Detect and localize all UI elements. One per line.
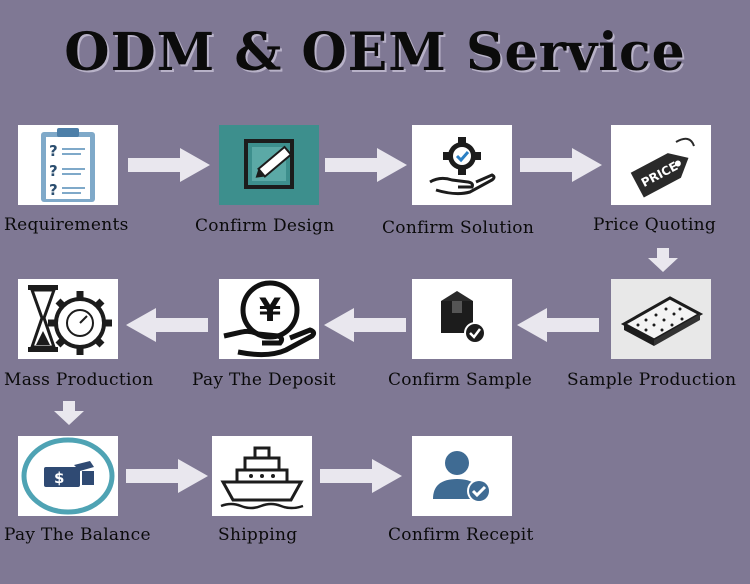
arrow-right-icon bbox=[320, 459, 402, 493]
svg-text:¥: ¥ bbox=[259, 291, 281, 329]
page-title: ODM & OEM Service bbox=[64, 22, 686, 83]
edit-icon bbox=[219, 125, 319, 205]
hourglass-gear-icon bbox=[18, 279, 118, 359]
box-icon bbox=[412, 279, 512, 359]
arrow-left-icon bbox=[324, 308, 406, 342]
step-label-mass-production: Mass Production bbox=[4, 370, 154, 390]
arrow-right-icon bbox=[325, 148, 407, 182]
arrow-down-icon bbox=[54, 401, 84, 425]
arrow-right-icon bbox=[128, 148, 210, 182]
step-label-confirm-receipt: Confirm Recepit bbox=[388, 525, 534, 545]
step-label-requirements: Requirements bbox=[4, 215, 129, 235]
price-tag-icon: PRICE bbox=[611, 125, 711, 205]
svg-text:?: ? bbox=[49, 181, 58, 199]
svg-text:?: ? bbox=[49, 142, 58, 160]
clipboard-icon: ? ? ? bbox=[18, 125, 118, 205]
yen-hand-icon: ¥ bbox=[219, 279, 319, 359]
step-label-sample-production: Sample Production bbox=[567, 370, 737, 390]
mattress-icon bbox=[611, 279, 711, 359]
ship-icon bbox=[212, 436, 312, 516]
svg-text:?: ? bbox=[49, 162, 58, 180]
svg-text:$: $ bbox=[54, 469, 64, 487]
step-label-pay-the-balance: Pay The Balance bbox=[4, 525, 151, 545]
hand-gear-icon bbox=[412, 125, 512, 205]
step-label-confirm-sample: Confirm Sample bbox=[388, 370, 533, 390]
user-check-icon bbox=[412, 436, 512, 516]
arrow-left-icon bbox=[126, 308, 208, 342]
payment-icon: $ bbox=[18, 436, 118, 516]
step-label-confirm-design: Confirm Design bbox=[195, 216, 335, 236]
step-label-pay-the-deposit: Pay The Deposit bbox=[192, 370, 336, 390]
step-label-price-quoting: Price Quoting bbox=[593, 215, 717, 235]
step-label-shipping: Shipping bbox=[218, 525, 298, 545]
arrow-down-icon bbox=[648, 248, 678, 272]
arrow-right-icon bbox=[520, 148, 602, 182]
arrow-right-icon bbox=[126, 459, 208, 493]
arrow-left-icon bbox=[517, 308, 599, 342]
step-label-confirm-solution: Confirm Solution bbox=[382, 218, 535, 238]
